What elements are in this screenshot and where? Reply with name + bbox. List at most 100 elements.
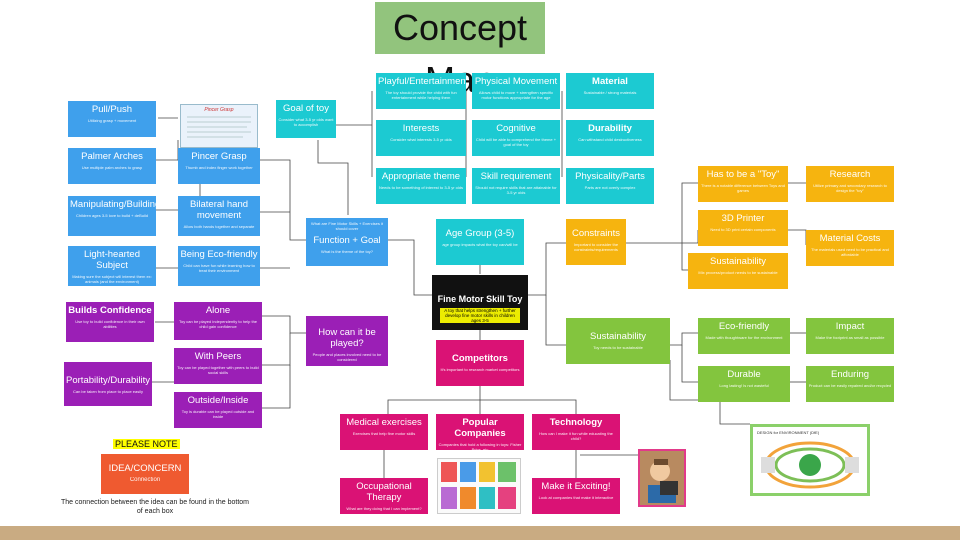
node-subtitle: Companies that hold a following in toys:… (438, 442, 522, 450)
node-title: Physicality/Parts (575, 171, 645, 182)
node-title: Impact (835, 321, 865, 332)
node-subtitle: Toy needs to be sustainable (593, 345, 643, 350)
node-subtitle: Important to consider the constraints/re… (573, 242, 619, 252)
node-subtitle: age group impacts what the toy can/will … (442, 242, 518, 247)
node-subtitle: The toy should provide the child with fu… (385, 90, 457, 100)
node-title: Pincer Grasp (191, 151, 247, 162)
node-subtitle: Use toy to build confidence in their own… (75, 319, 145, 329)
center-title: Fine Motor Skill Toy (437, 294, 523, 304)
node-title: Make it Exciting! (541, 481, 611, 492)
design-pic-title: DESIGN for ENVIRONMENT (DfE) (757, 430, 820, 435)
node-title: Age Group (3-5) (445, 228, 515, 239)
node-title: Technology (549, 417, 603, 428)
node-title: Eco-friendly (718, 321, 770, 332)
node-subtitle: Toy is durable can be played outside and… (181, 409, 255, 419)
node-title: Bilateral hand movement (189, 199, 249, 221)
node-title: Outside/Inside (187, 395, 249, 406)
node-subtitle: What is the theme of the toy? (320, 249, 374, 254)
node-function-goal: What are Fine Motor Skills + Exercises i… (306, 218, 388, 266)
node-title: Material (592, 76, 628, 87)
legend-idea-title: IDEA/CONCERN (108, 463, 182, 474)
node-title: Durable (727, 369, 761, 380)
node-subtitle: Exercises that help fine motor skills (352, 431, 416, 436)
node-make-it-exciting: Make it Exciting!Look at companies that … (532, 478, 620, 514)
node-title: Sustainability (590, 331, 646, 342)
node-subtitle: There is a notable difference between To… (701, 183, 785, 193)
node-title: Goal of toy (283, 103, 329, 114)
node-subtitle: Can be taken from place to place easily (72, 389, 144, 394)
node-subtitle: Toy can be played together with peers to… (177, 365, 259, 375)
node-subtitle: Made with thoughtware for the environmen… (705, 335, 783, 340)
node-subtitle: Child can have fun while learning how to… (183, 263, 255, 273)
node-subtitle: The materials used need to be practical … (811, 247, 889, 257)
cycle-diagram-icon (761, 441, 859, 489)
bottom-bar (0, 526, 960, 540)
node-title: Cognitive (496, 123, 536, 134)
node-subtitle: Allow both hands together and separate (183, 224, 255, 229)
legend-connection-label: Connection (129, 477, 161, 483)
node-title: Portability/Durability (66, 375, 150, 386)
legend-idea-concern-box: IDEA/CONCERN Connection (101, 454, 189, 494)
node-title: Function + Goal (313, 235, 381, 246)
node-title: Being Eco-friendly (180, 249, 258, 260)
pincer-grasp-illustration: Pincer Grasp (180, 104, 258, 148)
node-title: Alone (205, 305, 231, 316)
node-subtitle: What are they doing that I can implement… (346, 506, 422, 511)
node-subtitle: It's important to research market compet… (440, 367, 520, 372)
node-title: Playful/Entertainment (378, 76, 466, 87)
node-title: Appropriate theme (381, 171, 461, 182)
node-subtitle: Needs to be something of interest to 3-5… (378, 185, 464, 190)
node-subtitle: How can I make it fun while educating th… (539, 431, 613, 441)
child-with-tablet-photo (638, 449, 686, 507)
node-title: Builds Confidence (68, 305, 152, 316)
node-fine-motor-skill-toy: Fine Motor Skill Toy A toy that helps str… (432, 275, 528, 330)
node-subtitle: People and places involved need to be co… (312, 352, 382, 362)
node-subtitle: Long lasting! Is not wasteful (719, 383, 769, 388)
text-lines-icon (187, 116, 251, 138)
node-title: Durability (588, 123, 632, 134)
page-title: Concept Map (375, 2, 545, 100)
node-title: Pull/Push (91, 104, 133, 115)
node-how-can-it-be-played: How can it be played? People and places i… (306, 316, 388, 366)
node-title: With Peers (194, 351, 242, 362)
node-title: Manipulating/Building (70, 199, 156, 210)
center-subtitle: A toy that helps strengthen + further de… (440, 308, 520, 323)
node-title: Palmer Arches (81, 151, 143, 162)
node-title: How can it be played? (318, 327, 376, 349)
node-title: Occupational Therapy (356, 481, 412, 503)
node-title: Research (829, 169, 871, 180)
node-title: Constraints (571, 228, 621, 239)
child-tablet-icon (640, 451, 684, 505)
toy-collage-icon (441, 462, 516, 509)
node-subtitle: Make the footprint as small as possible (815, 335, 885, 340)
node-title: Interests (402, 123, 440, 134)
node-subtitle: Product can be easily repaired and/or re… (808, 383, 892, 388)
node-title: Medical exercises (346, 417, 422, 428)
